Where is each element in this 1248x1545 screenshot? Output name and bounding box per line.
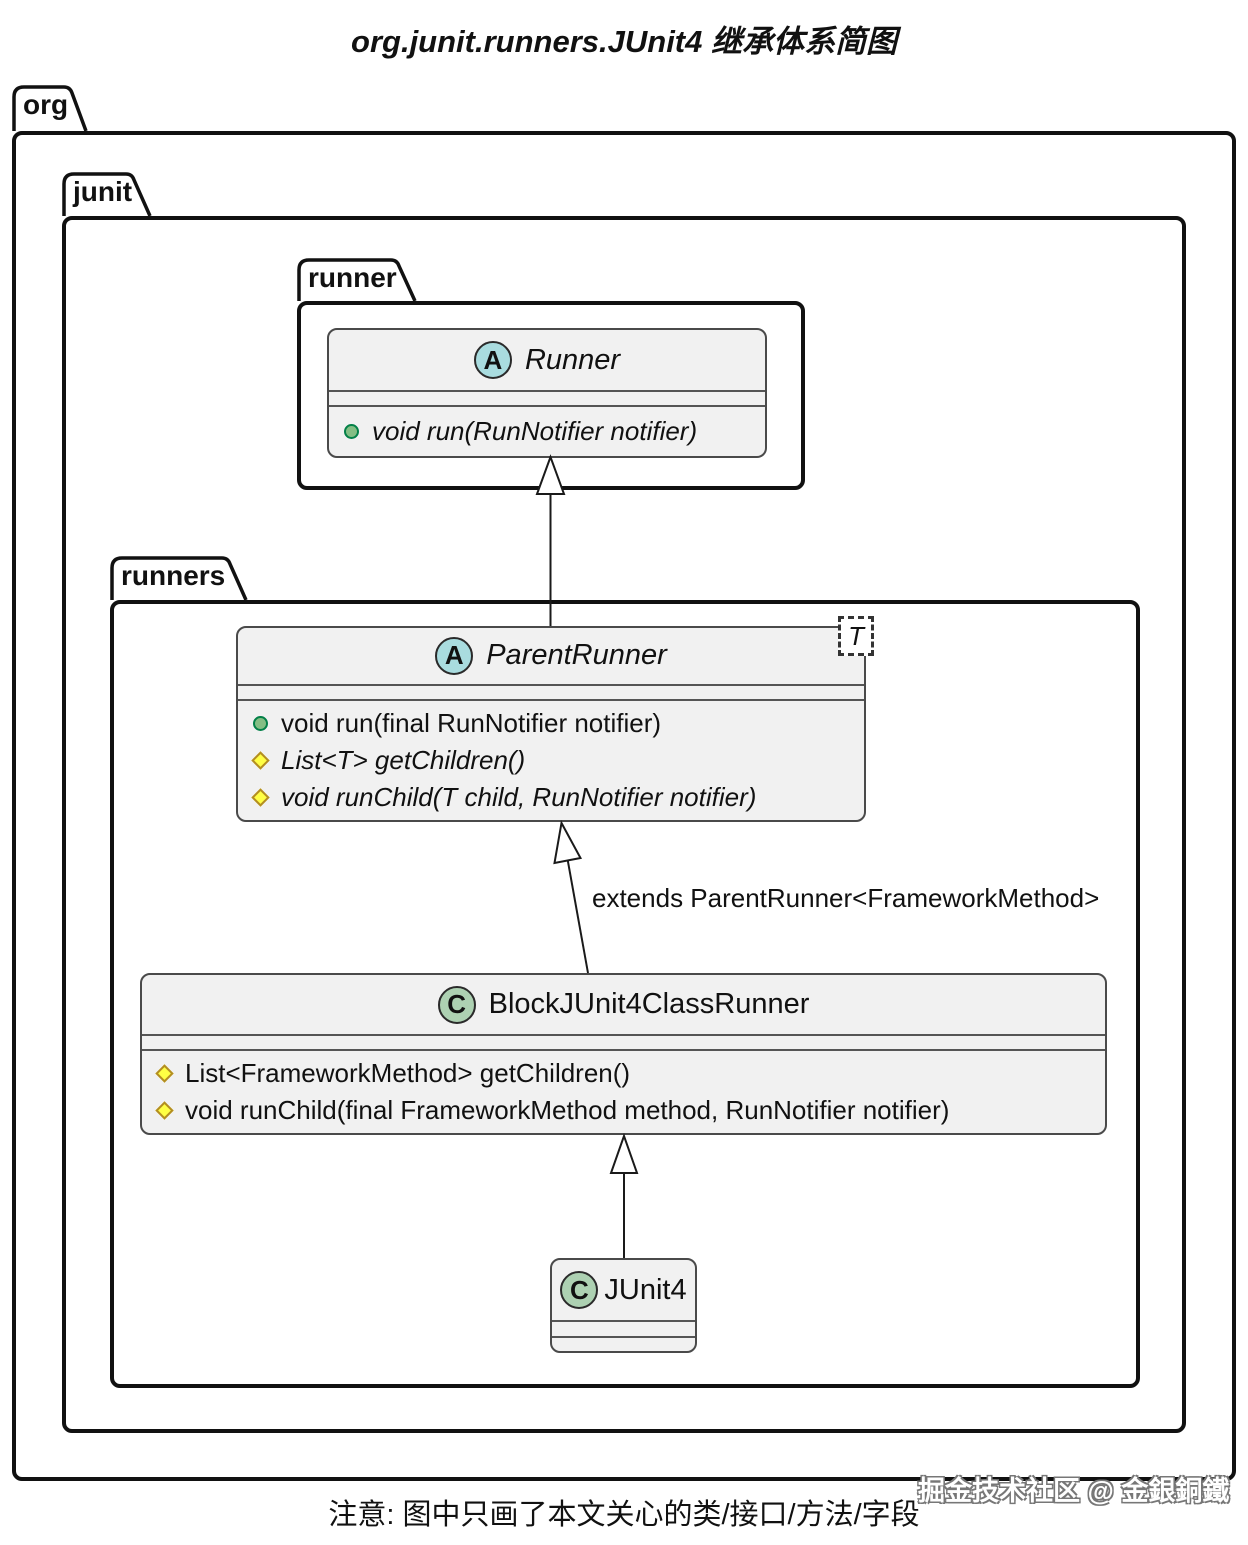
class-runner: A Runner void run(RunNotifier notifier) — [327, 328, 767, 458]
methods-compartment: void run(RunNotifier notifier) — [329, 407, 765, 456]
method-row: List<FrameworkMethod> getChildren() — [142, 1055, 1105, 1092]
method-row: void runChild(T child, RunNotifier notif… — [238, 779, 864, 816]
watermark: 掘金技术社区 @ 金銀銅鐵 — [918, 1476, 1230, 1506]
caption-note: 注意: 图中只画了本文关心的类/接口/方法/字段 — [328, 1499, 920, 1531]
package-org-tab: org — [12, 85, 88, 131]
methods-compartment — [552, 1338, 695, 1351]
method-text: void run(RunNotifier notifier) — [372, 416, 698, 446]
method-text: void runChild(T child, RunNotifier notif… — [281, 782, 757, 812]
package-junit-tab: junit — [62, 172, 152, 216]
diagram-title: org.junit.runners.JUnit4 继承体系简图 — [351, 24, 897, 59]
package-org-box — [12, 131, 1236, 1481]
package-junit: junit runner A Runner — [62, 172, 1186, 1433]
protected-method-icon — [251, 751, 270, 770]
method-text: List<FrameworkMethod> getChildren() — [185, 1058, 631, 1088]
package-junit-box — [62, 216, 1186, 1433]
fields-compartment — [142, 1036, 1105, 1051]
method-text: List<T> getChildren() — [281, 745, 526, 775]
fields-compartment — [238, 686, 864, 701]
class-name: ParentRunner — [486, 639, 667, 672]
package-runners-box — [110, 600, 1140, 1388]
fields-compartment — [329, 392, 765, 407]
class-name: Runner — [524, 343, 621, 376]
class-junit4: C JUnit4 — [550, 1258, 697, 1353]
package-runner-label: runner — [308, 262, 397, 293]
protected-method-icon — [155, 1064, 174, 1083]
methods-compartment: List<FrameworkMethod> getChildren() void… — [142, 1051, 1105, 1133]
public-method-icon — [253, 716, 268, 731]
package-runner: runner A Runner void run(RunNotifier not… — [297, 258, 805, 490]
package-runner-tab: runner — [297, 258, 417, 301]
class-name: JUnit4 — [604, 1273, 687, 1306]
class-junit4-title: C JUnit4 — [552, 1260, 695, 1322]
public-method-icon — [344, 424, 359, 439]
method-text: void runChild(final FrameworkMethod meth… — [185, 1095, 950, 1125]
abstract-badge-icon: A — [435, 636, 474, 675]
protected-method-icon — [155, 1101, 174, 1120]
class-runner-title: A Runner — [329, 330, 765, 392]
fields-compartment — [552, 1322, 695, 1338]
class-badge-icon: C — [437, 985, 476, 1024]
package-runners-tab: runners — [110, 556, 248, 600]
class-name: BlockJUnit4ClassRunner — [488, 988, 810, 1021]
generic-type-parameter: T — [838, 616, 874, 656]
class-block-junit4-class-runner: C BlockJUnit4ClassRunner List<FrameworkM… — [140, 973, 1107, 1135]
folder-tab-icon — [297, 258, 417, 301]
abstract-badge-icon: A — [473, 341, 512, 379]
class-parent-runner-title: A ParentRunner — [238, 628, 864, 686]
class-badge-icon: C — [560, 1271, 599, 1309]
extends-edge-label: extends ParentRunner<FrameworkMethod> — [592, 883, 1100, 913]
folder-tab-icon — [12, 85, 88, 131]
protected-method-icon — [251, 788, 270, 807]
package-junit-label: junit — [73, 176, 133, 207]
folder-tab-icon — [62, 172, 152, 216]
method-row: void run(final RunNotifier notifier) — [238, 705, 864, 742]
package-org: org junit runner — [12, 85, 1236, 1481]
method-row: void run(RunNotifier notifier) — [329, 413, 765, 450]
package-runners-label: runners — [121, 560, 226, 591]
method-row: List<T> getChildren() — [238, 742, 864, 779]
methods-compartment: void run(final RunNotifier notifier) Lis… — [238, 701, 864, 820]
class-parent-runner: T A ParentRunner void run(final RunNotif… — [236, 616, 874, 822]
class-block-junit4-title: C BlockJUnit4ClassRunner — [142, 975, 1105, 1037]
package-org-label: org — [23, 89, 69, 120]
method-row: void runChild(final FrameworkMethod meth… — [142, 1092, 1105, 1129]
package-runners: runners T A ParentRunner void run(final … — [110, 556, 1140, 1388]
method-text: void run(final RunNotifier notifier) — [281, 708, 662, 738]
folder-tab-icon — [110, 556, 248, 600]
